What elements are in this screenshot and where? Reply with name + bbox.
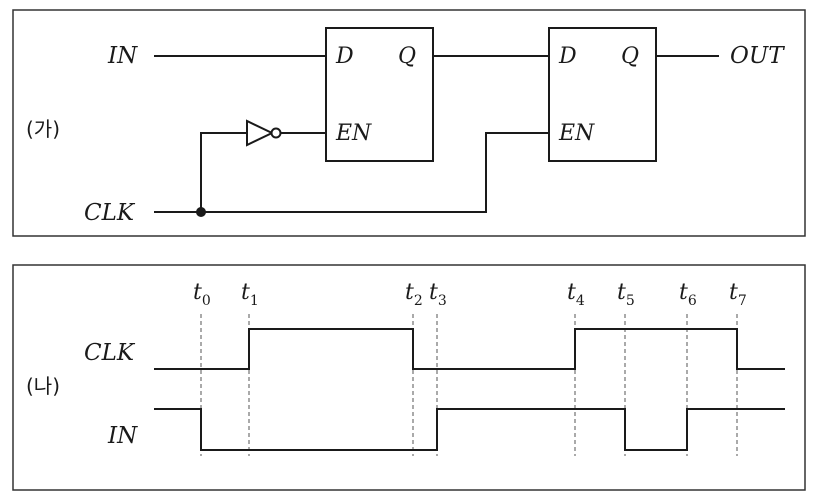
time-label-t5: t5 xyxy=(617,280,635,309)
latch-1-en-pin: EN xyxy=(335,121,372,146)
time-label-t2: t2 xyxy=(405,280,423,309)
latch-2: D Q EN xyxy=(548,27,657,162)
timing-panel-frame xyxy=(12,264,806,491)
wire-clk-to-inverter xyxy=(200,132,248,213)
time-label-t0: t0 xyxy=(193,280,211,309)
timing-clk-label: CLK xyxy=(84,340,136,366)
inverter-triangle xyxy=(246,119,275,147)
latch-2-en-pin: EN xyxy=(558,121,595,146)
latch-1: D Q EN xyxy=(325,27,434,162)
wire-clk-to-latch2-en xyxy=(485,132,550,213)
circuit-in-label: IN xyxy=(107,43,138,69)
timing-panel-label: (나) xyxy=(26,374,60,398)
inverter-gate xyxy=(246,119,282,147)
circuit-panel: (가) IN OUT CLK D Q EN D Q EN xyxy=(12,9,806,237)
circuit-out-label: OUT xyxy=(730,43,785,69)
timing-in-label: IN xyxy=(107,423,138,449)
latch-1-q-pin: Q xyxy=(398,44,416,69)
latch-1-d-pin: D xyxy=(335,44,354,69)
in-waveform xyxy=(154,408,785,451)
latch-1-body xyxy=(325,27,434,162)
clk-junction-dot xyxy=(196,207,206,217)
time-label-t3: t3 xyxy=(429,280,447,309)
latch-2-q-pin: Q xyxy=(621,44,639,69)
circuit-panel-label: (가) xyxy=(26,117,60,141)
clk-waveform xyxy=(154,328,785,370)
inverter-bubble xyxy=(270,127,282,139)
time-label-t1: t1 xyxy=(241,280,259,309)
circuit-clk-label: CLK xyxy=(84,200,136,226)
time-label-t6: t6 xyxy=(679,280,697,309)
time-label-t4: t4 xyxy=(567,280,585,309)
time-label-t7: t7 xyxy=(729,280,747,309)
latch-2-body xyxy=(548,27,657,162)
latch-2-d-pin: D xyxy=(558,44,577,69)
